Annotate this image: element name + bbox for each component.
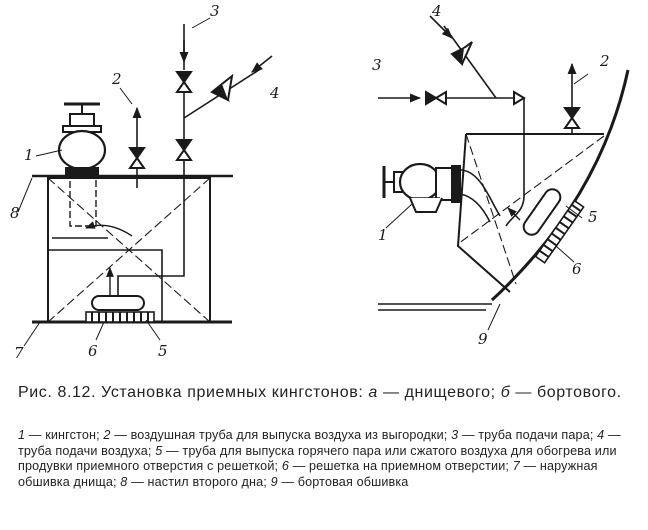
label-b6: 6 (572, 260, 582, 278)
caption-part-a-text: — днищевого; (377, 384, 501, 401)
legend-num: 2 (103, 428, 111, 442)
legend-num: 7 (512, 459, 520, 474)
label-b9: 9 (478, 330, 488, 348)
label-a3: 3 (210, 2, 220, 20)
legend-text: — труба подачи пара; (458, 428, 598, 442)
label-b3: 3 (372, 56, 382, 74)
legend-text: — воздушная труба для выпуска воздуха из… (110, 428, 452, 442)
kingston-valve-b (382, 162, 501, 223)
legend-text: — наружная обшивка днища; (18, 459, 598, 489)
label-a2: 2 (111, 70, 122, 88)
caption-part-a-letter: а (368, 384, 378, 401)
legend-text: — бортовая обшивка (277, 474, 409, 489)
caption-prefix: Рис. 8.12. Установка приемных кингстонов… (18, 384, 369, 401)
steam-nozzle-a (91, 295, 145, 311)
legend-text: — настил второго дна; (127, 474, 271, 489)
kingston-valve-a (57, 102, 107, 227)
label-a5: 5 (158, 342, 168, 360)
label-b5: 5 (588, 208, 598, 226)
label-a4: 4 (269, 84, 280, 102)
legend-num: 4 (597, 428, 605, 442)
figure-caption: Рис. 8.12. Установка приемных кингстонов… (18, 382, 638, 403)
kingston-diagram: 1 2 3 4 8 7 6 5 (10, 2, 630, 362)
label-b2: 2 (599, 52, 610, 70)
label-b4: 4 (431, 2, 442, 20)
side-plating (490, 69, 630, 302)
steam-nozzle-b (522, 188, 562, 236)
label-a6: 6 (88, 342, 98, 360)
label-a7: 7 (14, 344, 24, 362)
legend-num: 1 (18, 428, 26, 442)
legend-num: 8 (120, 474, 128, 489)
legend-text: — труба для выпуска горячего пара или сж… (18, 443, 617, 474)
legend-num: 6 (281, 459, 289, 474)
figure-legend: 1 — кингстон; 2 — воздушная труба для вы… (18, 428, 640, 490)
legend-text: — решетка на приемном отверстии; (288, 459, 513, 474)
label-a8: 8 (10, 204, 20, 222)
legend-num: 3 (451, 428, 459, 442)
label-b1: 1 (378, 226, 388, 244)
legend-text: — труба подачи воздуха; (18, 428, 621, 458)
diagram-b (378, 15, 630, 331)
legend-num: 9 (270, 474, 278, 489)
caption-part-b-letter: б (500, 384, 511, 401)
intake-grid-a (85, 311, 155, 323)
legend-num: 5 (155, 443, 163, 458)
diagram-a (17, 17, 273, 347)
intake-grid-b (534, 199, 585, 264)
caption-part-b-text: — бортового. (510, 384, 622, 401)
legend-text: — кингстон; (25, 428, 104, 442)
label-a1: 1 (24, 146, 34, 164)
